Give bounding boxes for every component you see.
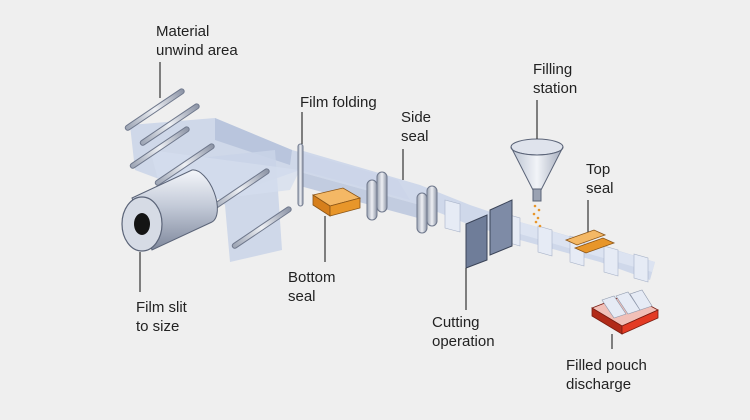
label-side-seal: Side seal [401,109,432,145]
discharge-tray [591,289,659,335]
bottom-seal-block [311,187,362,217]
label-top-seal: Top seal [586,161,614,197]
label-cutting-operation: Cutting operation [432,314,495,350]
leader-lines [139,62,613,349]
side-seal-rollers [366,171,438,234]
label-film-folding: Film folding [300,94,377,111]
cutting-plates [465,199,513,269]
top-seal-bars [564,229,616,254]
label-filled-pouch-discharge: Filled pouch discharge [566,357,647,393]
label-bottom-seal: Bottom seal [288,269,336,305]
unwind-rollers [124,88,292,249]
label-film-slit-to-size: Film slit to size [136,299,187,335]
film-folding-bar [297,143,304,207]
label-material-unwind-area: Material unwind area [156,23,238,59]
film-roll [121,169,218,252]
filling-hopper [510,138,564,228]
label-filling-station: Filling station [533,61,578,97]
